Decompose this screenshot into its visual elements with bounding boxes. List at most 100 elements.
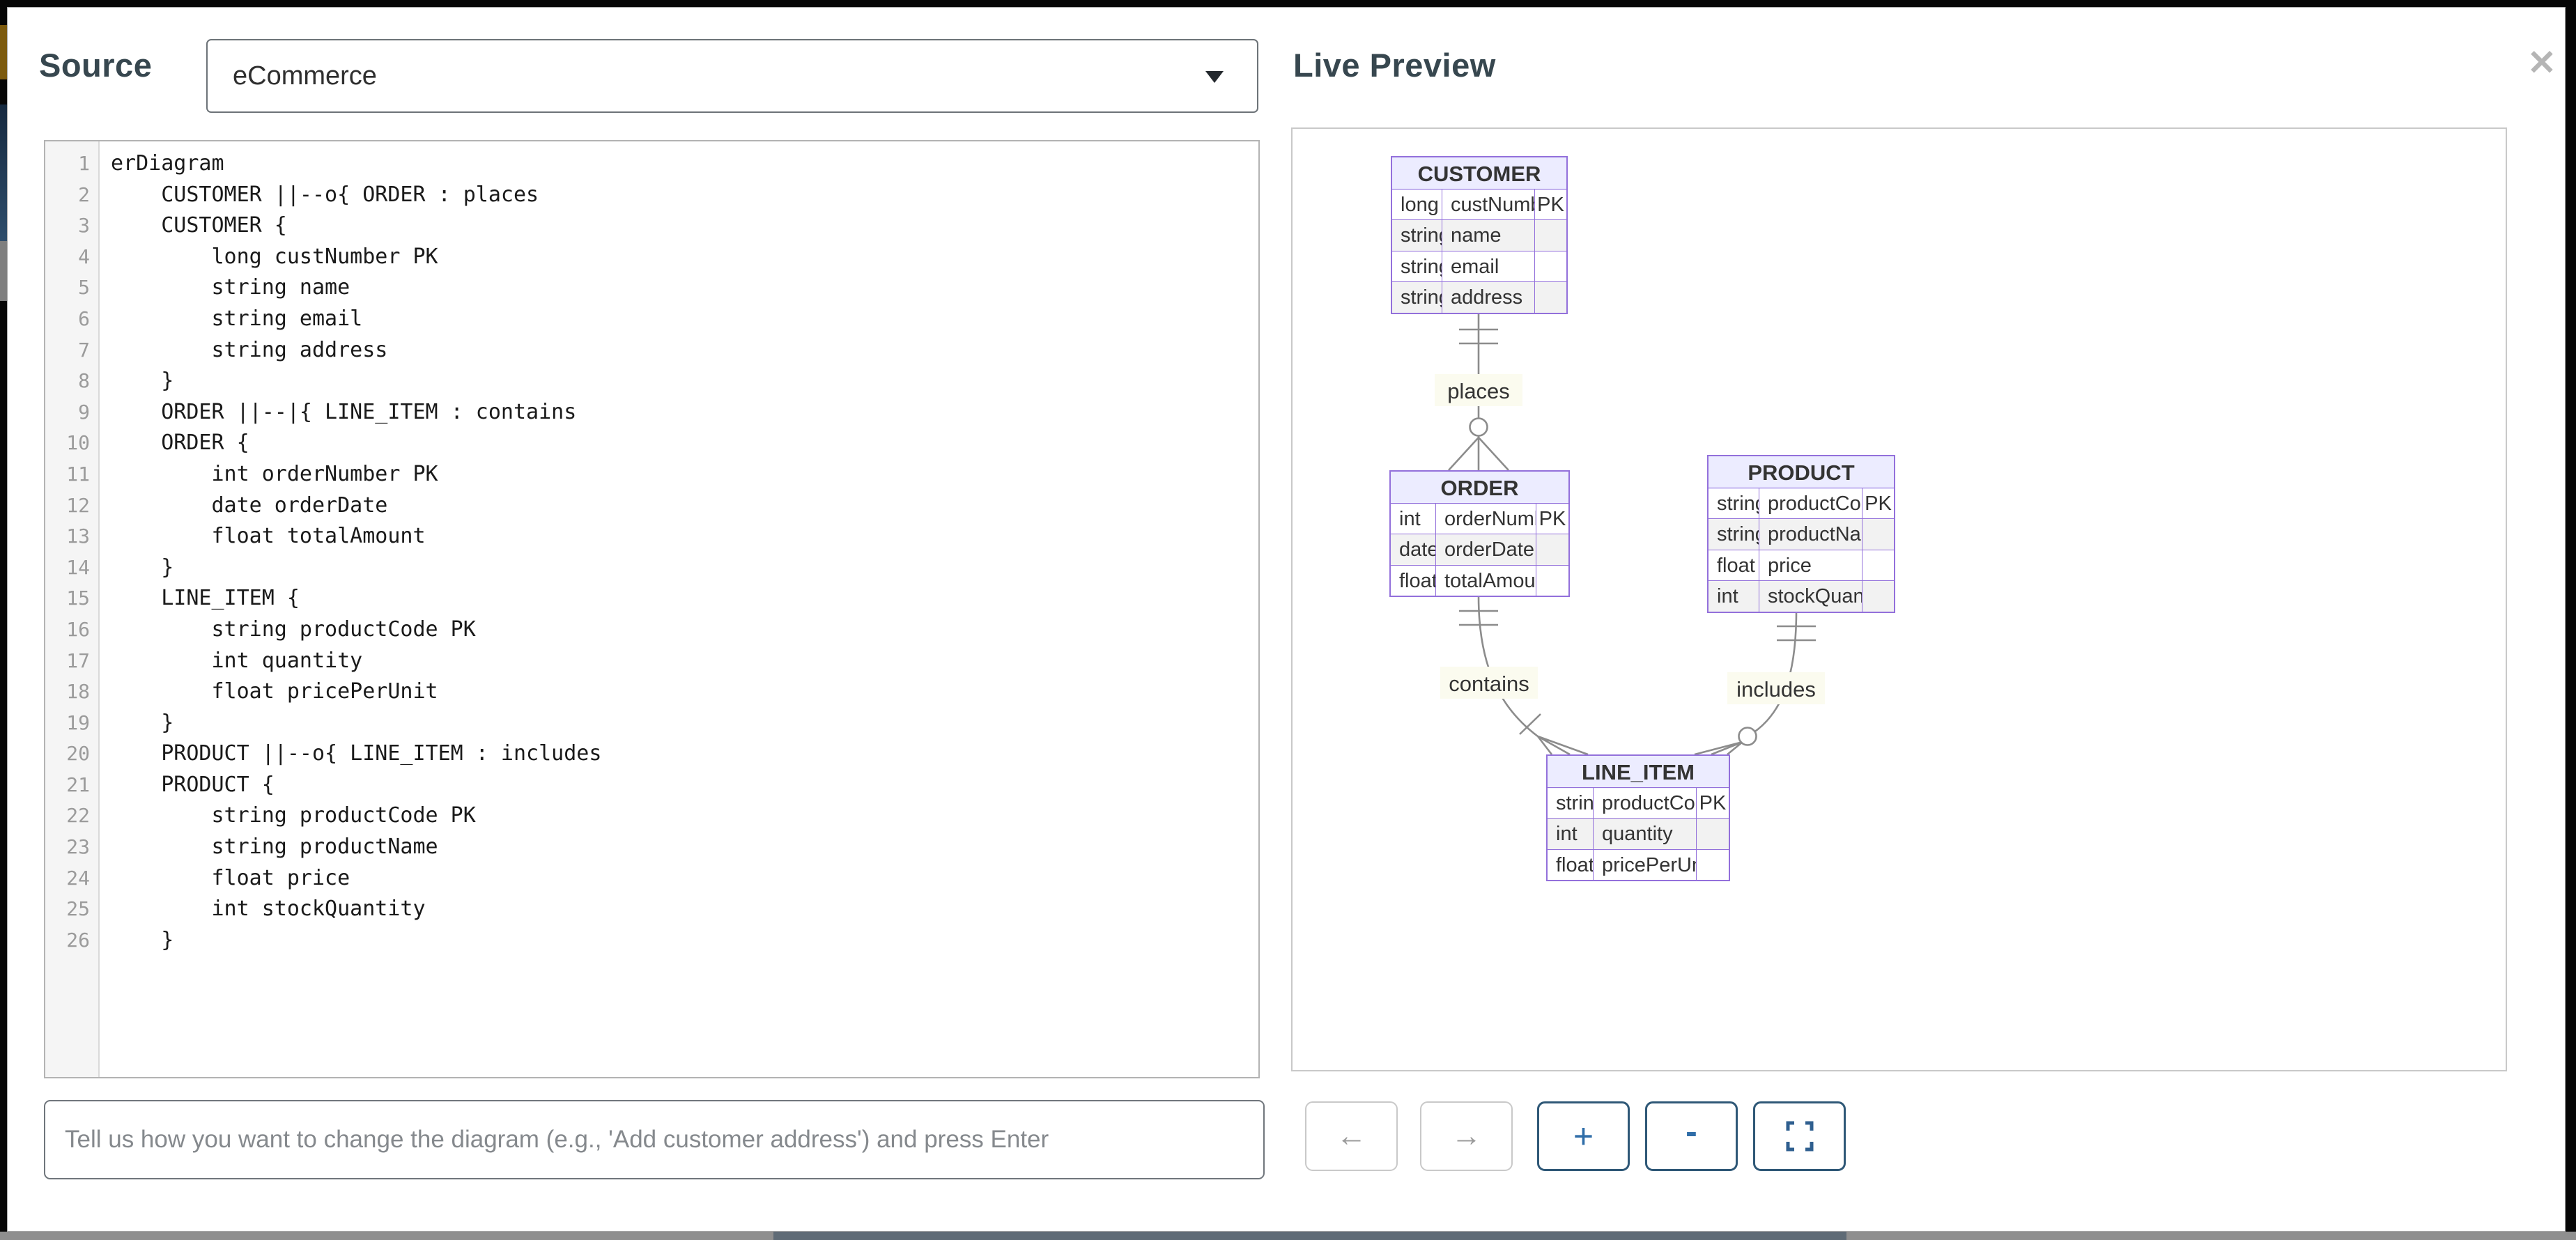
attribute-name: email [1442,250,1535,282]
line-number: 1 [78,152,90,175]
entity-title: CUSTOMER [1392,157,1566,190]
entity-title: LINE_ITEM [1548,756,1729,789]
close-icon[interactable]: ✕ [2527,43,2556,82]
source-dropdown-value: eCommerce [233,61,377,91]
line-number: 19 [66,711,90,734]
code-line: CUSTOMER { [111,213,287,238]
line-number: 10 [66,431,90,455]
attribute-key [1536,534,1568,565]
attribute-name: quantity [1594,818,1697,849]
forward-arrow-icon: → [1451,1119,1482,1153]
fullscreen-button[interactable] [1753,1101,1846,1171]
code-line: } [111,710,174,735]
entity-table-customer: CUSTOMERlongcustNumberPKstringnamestring… [1391,156,1568,314]
line-number: 15 [66,587,90,610]
line-number: 21 [66,773,90,796]
plus-icon: + [1573,1117,1594,1156]
source-title: Source [39,47,153,84]
attribute-key [1697,848,1729,881]
dropdown-caret-icon [1205,71,1224,83]
line-number: 5 [78,276,90,300]
edge-label-contains: contains [1449,672,1529,696]
attribute-type: int [1391,502,1436,534]
attribute-key: PK [1535,188,1566,220]
code-line: string productName [111,835,438,860]
background-bottom-strip [0,1232,2576,1240]
attribute-key [1862,549,1894,581]
attribute-key: PK [1862,487,1894,519]
code-line: erDiagram [111,151,224,176]
edge-label-places: places [1447,379,1510,403]
code-line: } [111,555,174,580]
code-line: } [111,927,174,952]
background-edge-accent [0,241,7,301]
attribute-type: string [1548,786,1594,819]
line-number: 18 [66,680,90,704]
attribute-type: string [1709,518,1759,550]
attribute-name: pricePerUnit [1594,848,1697,881]
code-line: PRODUCT ||--o{ LINE_ITEM : includes [111,741,602,766]
background-bottom-segment [773,1232,1846,1240]
line-number: 3 [78,214,90,238]
code-line: string name [111,275,350,300]
code-line: float pricePerUnit [111,679,438,704]
source-dropdown[interactable]: eCommerce [206,39,1258,113]
attribute-name: name [1442,219,1535,251]
line-number: 17 [66,649,90,672]
code-line: LINE_ITEM { [111,586,300,611]
attribute-name: productName [1759,518,1862,550]
line-number: 23 [66,835,90,859]
attribute-name: address [1442,281,1535,313]
attribute-name: orderNumber [1436,502,1536,534]
attribute-type: int [1709,580,1759,612]
zoom-in-button[interactable]: + [1537,1101,1630,1171]
code-line: } [111,369,174,394]
attribute-key [1535,250,1566,282]
attribute-type: string [1392,281,1442,313]
line-number: 26 [66,928,90,952]
edge-label-includes: includes [1736,677,1816,702]
code-line: string productCode PK [111,803,476,828]
attribute-type: float [1391,564,1436,596]
back-button[interactable]: ← [1305,1101,1398,1171]
code-pane[interactable]: erDiagram CUSTOMER ||--o{ ORDER : places… [100,141,1258,1077]
fullscreen-icon [1786,1121,1813,1152]
code-line: string address [111,337,388,362]
zoom-out-button[interactable]: - [1645,1101,1738,1171]
code-line: int orderNumber PK [111,461,438,486]
line-number: 2 [78,183,90,206]
attribute-name: productCode [1594,786,1697,819]
edge-includes: includes [1694,611,1825,756]
back-arrow-icon: ← [1336,1119,1367,1153]
attribute-type: float [1548,848,1594,881]
line-number: 4 [78,245,90,268]
attribute-type: int [1548,818,1594,849]
code-line: date orderDate [111,493,388,518]
edge-contains: contains [1440,596,1589,756]
line-number: 7 [78,338,90,362]
attribute-key [1862,580,1894,612]
line-number: 14 [66,555,90,579]
code-line: ORDER ||--|{ LINE_ITEM : contains [111,399,577,424]
prompt-input[interactable] [44,1100,1265,1179]
line-number: 11 [66,462,90,486]
forward-button[interactable]: → [1420,1101,1513,1171]
entity-title: ORDER [1391,472,1568,504]
relationship-edges: places contains [1435,314,1825,756]
code-line: float price [111,865,350,890]
attribute-type: string [1392,219,1442,251]
code-line: CUSTOMER ||--o{ ORDER : places [111,182,539,207]
background-edge-accent [0,25,7,79]
attribute-type: long [1392,188,1442,220]
line-number: 9 [78,400,90,424]
attribute-name: price [1759,549,1862,581]
attribute-type: date [1391,534,1436,565]
line-number: 6 [78,307,90,330]
code-line: long custNumber PK [111,244,438,269]
line-number: 22 [66,804,90,828]
code-line: string email [111,306,363,331]
